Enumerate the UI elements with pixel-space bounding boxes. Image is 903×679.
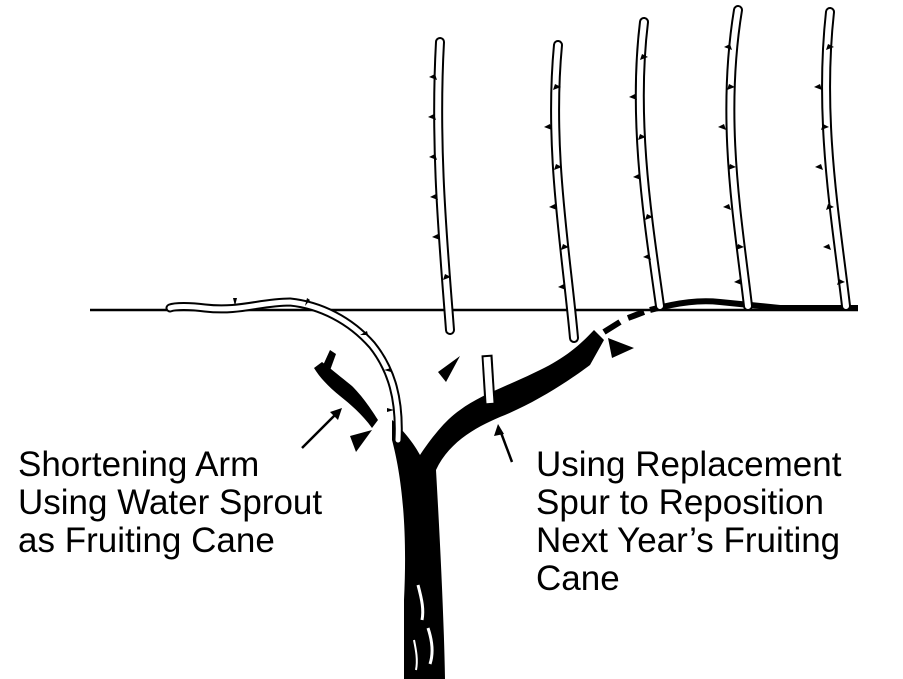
bud (815, 164, 823, 170)
right-pointer-arrow (500, 430, 512, 462)
annotation-line: as Fruiting Cane (18, 522, 322, 560)
cut-marker-icon (608, 338, 634, 358)
water-sprout-cane-fill (170, 302, 398, 440)
annotation-line: Next Year’s Fruiting (536, 522, 841, 560)
right-arm-along-wire (650, 301, 858, 310)
cut-marker-icon (438, 356, 460, 382)
annotation-line: Cane (536, 560, 841, 598)
left-pointer-arrow (302, 412, 338, 448)
bud (723, 204, 731, 210)
right-arm-dashed-gap (604, 312, 644, 332)
annotation-shortening-arm: Shortening Arm Using Water Sprout as Fru… (18, 446, 322, 560)
annotation-replacement-spur: Using Replacement Spur to Reposition Nex… (536, 446, 841, 598)
annotation-line: Using Water Sprout (18, 484, 322, 522)
bud (718, 124, 726, 130)
annotation-line: Using Replacement (536, 446, 841, 484)
renewal-spur-fill (487, 357, 490, 403)
bud (814, 84, 822, 90)
water-sprout-cane (170, 302, 398, 440)
right-arrowhead-icon (494, 424, 504, 436)
buds (233, 44, 845, 412)
bud (823, 244, 831, 250)
annotation-line: Spur to Reposition (536, 484, 841, 522)
cut-marker-icon (350, 430, 372, 452)
annotation-line: Shortening Arm (18, 446, 322, 484)
